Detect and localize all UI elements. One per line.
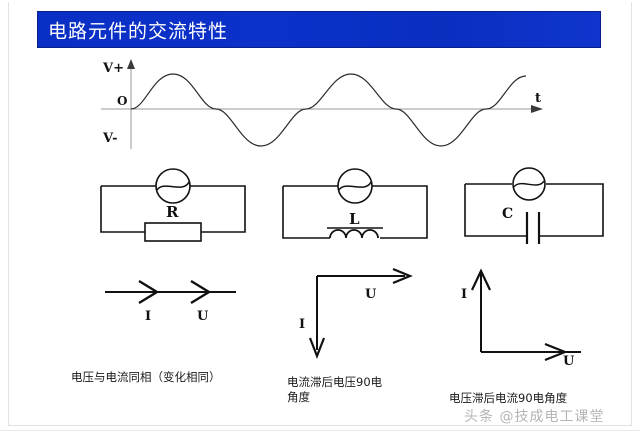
sine-curve bbox=[130, 73, 527, 147]
capacitor-circuit: C bbox=[457, 166, 617, 248]
ac-source-wave-icon bbox=[338, 181, 372, 191]
caption-current-lag: 电流滞后电压90电角度 bbox=[287, 375, 383, 405]
phasor-current-lag: U I bbox=[293, 267, 423, 366]
current-label: I bbox=[299, 317, 305, 332]
caption-in-phase: 电压与电流同相（变化相同） bbox=[71, 370, 221, 384]
inductor-symbol bbox=[329, 229, 379, 239]
current-arrowhead bbox=[308, 337, 326, 360]
origin-label: O bbox=[117, 94, 127, 108]
phasor-in-phase: I U bbox=[101, 270, 261, 330]
x-axis-arrowhead bbox=[531, 105, 543, 113]
current-arrowhead bbox=[138, 279, 160, 305]
inductor-label: L bbox=[349, 210, 360, 228]
y-axis-arrowhead bbox=[127, 59, 135, 69]
bottom-divider bbox=[0, 430, 640, 431]
resistor-symbol bbox=[144, 222, 202, 242]
circuit-loop-wire bbox=[282, 185, 428, 239]
waveform-diagram: V+ V- O t bbox=[101, 54, 561, 159]
resistor-label: R bbox=[166, 203, 179, 221]
circuit-loop-wire bbox=[464, 183, 604, 237]
voltage-label: U bbox=[365, 287, 377, 302]
ac-source-wave-icon bbox=[513, 180, 545, 188]
ac-source-wave-icon bbox=[156, 181, 190, 191]
y-axis-bottom-label: V- bbox=[102, 131, 118, 146]
circuit-loop-wire bbox=[100, 185, 246, 233]
watermark-text: 头条 @技成电工课堂 bbox=[464, 409, 605, 425]
caption-voltage-lag: 电压滞后电流90电角度 bbox=[449, 391, 568, 405]
x-axis-label: t bbox=[535, 91, 541, 106]
current-label: I bbox=[145, 309, 151, 324]
phasor-voltage-lag: I U bbox=[459, 266, 599, 369]
resistor-circuit: R bbox=[93, 168, 253, 250]
voltage-arrowhead bbox=[190, 279, 212, 305]
page-title: 电路元件的交流特性 bbox=[48, 20, 229, 42]
current-label: I bbox=[461, 287, 467, 302]
voltage-arrowhead bbox=[544, 342, 568, 362]
current-arrowhead bbox=[471, 268, 491, 291]
voltage-label: U bbox=[197, 309, 209, 324]
y-axis-top-label: V+ bbox=[102, 61, 124, 76]
voltage-arrowhead bbox=[392, 267, 413, 285]
inductor-circuit: L bbox=[275, 168, 435, 250]
voltage-label: U bbox=[563, 354, 575, 369]
slide-canvas: 电路元件的交流特性 V+ V- O t R bbox=[8, 2, 632, 426]
slide-title-bar: 电路元件的交流特性 bbox=[37, 11, 601, 48]
capacitor-label: C bbox=[502, 206, 513, 222]
